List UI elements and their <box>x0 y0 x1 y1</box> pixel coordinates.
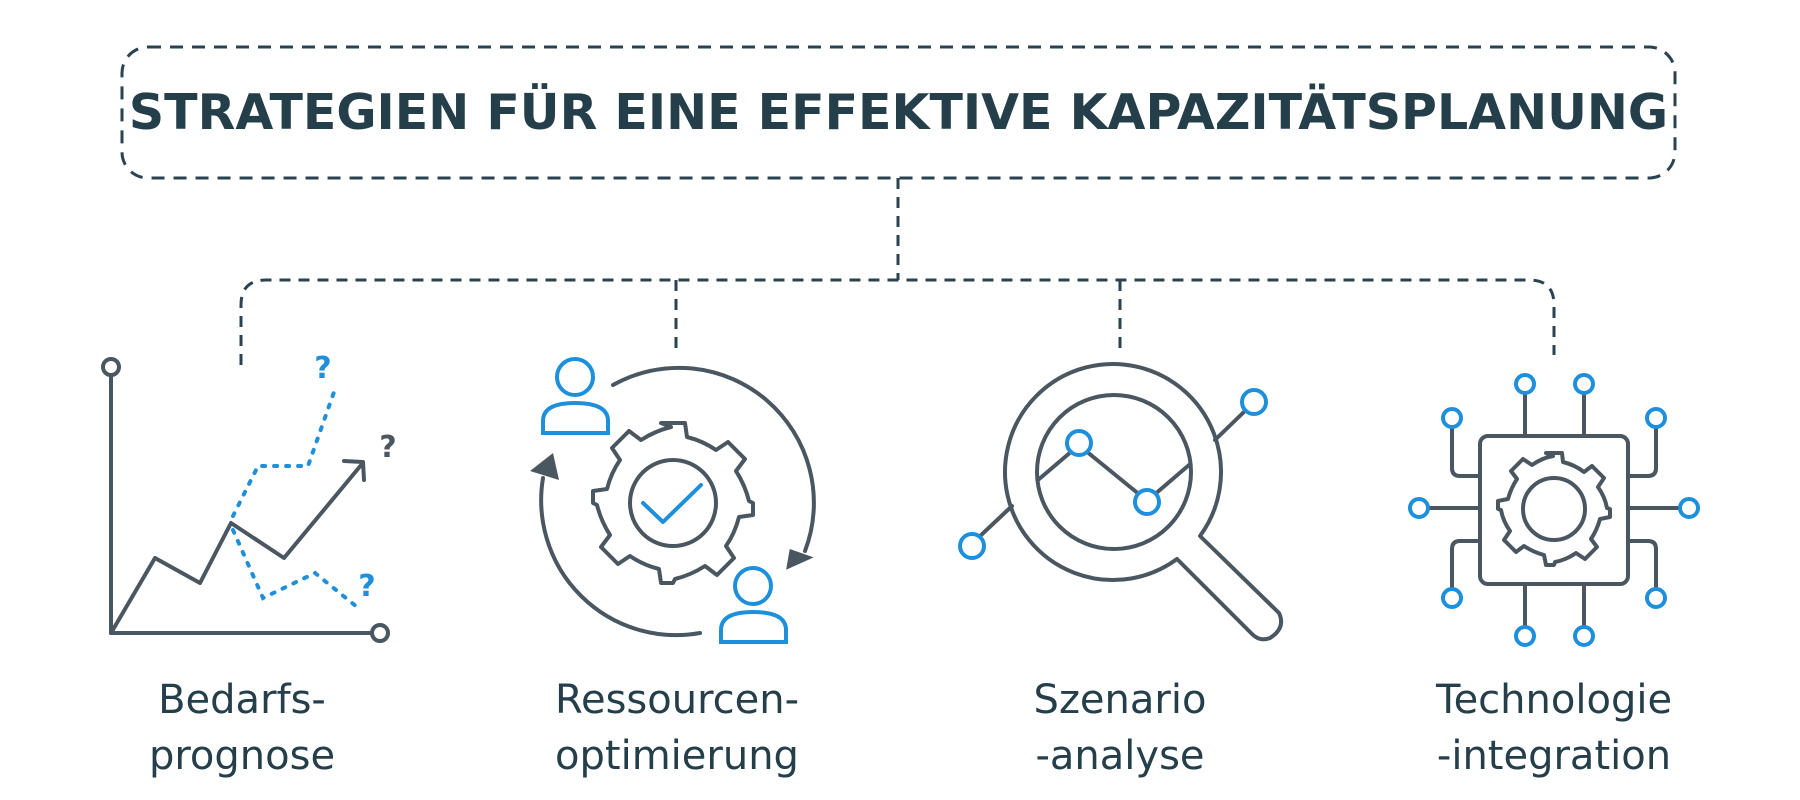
gear-cycle-people-icon <box>530 357 816 644</box>
pin-node <box>1408 497 1430 519</box>
pin-node <box>1573 625 1595 647</box>
pin-node <box>1645 587 1667 609</box>
strategy-label-demand-forecast: Bedarfs- prognose <box>62 672 422 784</box>
strategy-label-technology-integration: Technologie -integration <box>1374 672 1734 784</box>
label-line-2: optimierung <box>555 733 799 779</box>
tree-connectors <box>239 178 1556 365</box>
chip-gear-icon <box>1408 373 1700 647</box>
strategy-label-resource-optimization: Ressourcen- optimierung <box>497 672 857 784</box>
forecast-up-dotted <box>231 390 336 518</box>
pin-node <box>1514 373 1536 395</box>
pin-node <box>1441 407 1463 429</box>
question-icon: ? <box>358 569 375 604</box>
pin-node <box>1678 497 1700 519</box>
pin-node <box>1441 587 1463 609</box>
person-icon <box>719 566 788 644</box>
forecast-down-dotted <box>231 528 359 609</box>
data-point <box>1240 388 1268 416</box>
data-point <box>958 532 986 560</box>
gear-icon <box>591 421 755 585</box>
check-icon <box>641 483 703 524</box>
pin-node <box>1645 407 1667 429</box>
magnifier-chart-icon <box>958 362 1284 642</box>
x-axis-end-circle <box>370 623 390 643</box>
cycle-arc-bottom <box>539 476 702 638</box>
label-line-2: -analyse <box>1035 733 1205 779</box>
trend-arrowhead <box>342 459 366 482</box>
pin-node <box>1573 373 1595 395</box>
label-line-2: prognose <box>148 733 336 779</box>
title-box <box>120 45 1677 180</box>
cycle-arc-top <box>611 365 816 553</box>
label-line-1: Bedarfs- <box>158 677 326 723</box>
label-line-1: Ressourcen- <box>554 677 800 723</box>
gear-icon <box>1496 451 1612 567</box>
cycle-arrowhead-right <box>786 549 814 570</box>
pin-node <box>1514 625 1536 647</box>
magnifier-lens <box>1035 393 1193 551</box>
question-icon: ? <box>314 351 331 386</box>
label-line-1: Szenario <box>1033 677 1207 723</box>
question-icon: ? <box>379 430 396 465</box>
data-point <box>1133 488 1161 516</box>
label-line-2: -integration <box>1436 733 1672 779</box>
magnifier-outer <box>1003 362 1284 642</box>
trend-line <box>109 462 364 635</box>
data-point <box>1065 429 1093 457</box>
person-icon <box>541 357 610 435</box>
chart-forecast-icon: ? ? ? <box>101 351 397 643</box>
strategy-label-scenario-analysis: Szenario -analyse <box>940 672 1300 784</box>
label-line-1: Technologie <box>1435 677 1673 723</box>
diagram-title: STRATEGIEN FÜR EINE EFFEKTIVE KAPAZITÄTS… <box>128 84 1669 141</box>
y-axis-end-circle <box>101 357 121 377</box>
cycle-arrowhead-left <box>530 453 559 480</box>
branch-horizontal <box>239 278 1556 365</box>
